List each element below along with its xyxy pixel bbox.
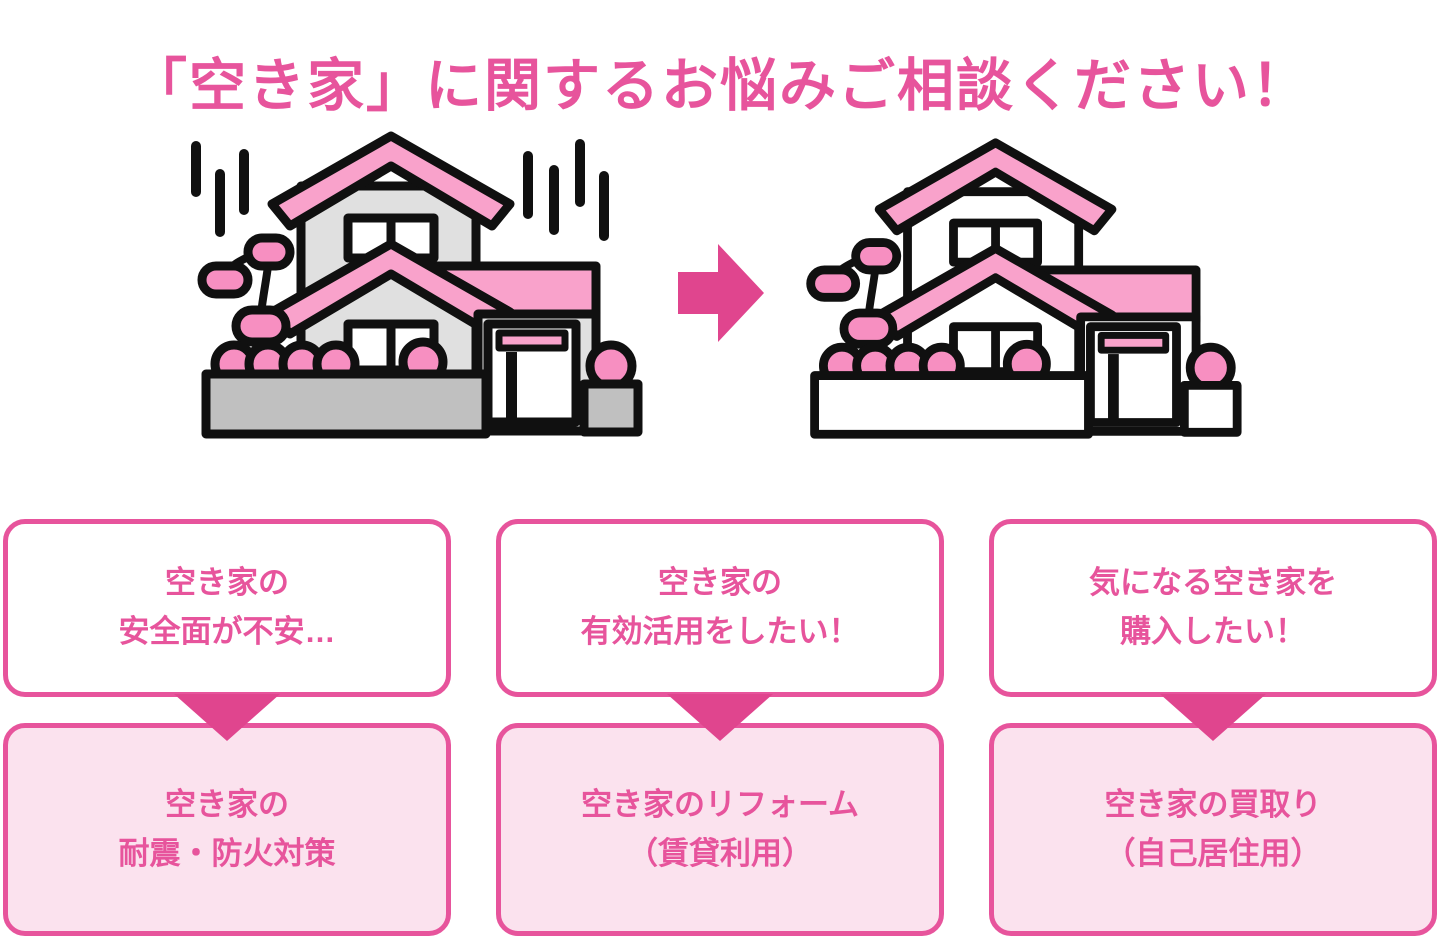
column-utilization: 空き家の 有効活用をしたい！ 空き家のリフォーム （賃貸利用） [496, 519, 944, 936]
vacant-house-illustration [186, 126, 646, 446]
solution-line: （賃貸利用） [627, 835, 813, 871]
consultation-columns: 空き家の 安全面が不安… 空き家の 耐震・防火対策 空き家の 有効活用をしたい！… [3, 519, 1437, 936]
solution-line: 空き家の [165, 786, 289, 822]
solution-box-utilization: 空き家のリフォーム （賃貸利用） [496, 723, 944, 936]
solution-line: 空き家の買取り [1104, 786, 1322, 822]
solution-line: 耐震・防火対策 [118, 835, 336, 871]
problem-box-utilization: 空き家の 有効活用をしたい！ [496, 519, 944, 697]
problem-line: 有効活用をしたい！ [580, 614, 860, 649]
problem-line: 空き家の [165, 565, 289, 601]
problem-line: 安全面が不安… [118, 614, 336, 649]
solution-line: 空き家のリフォーム [580, 786, 860, 822]
solution-box-safety: 空き家の 耐震・防火対策 [3, 723, 451, 936]
problem-line: 気になる空き家を [1089, 565, 1337, 601]
column-safety: 空き家の 安全面が不安… 空き家の 耐震・防火対策 [3, 519, 451, 936]
solution-line: （自己居住用） [1104, 835, 1322, 871]
page-title: 「空き家」に関するお悩みご相談ください！ [130, 54, 1310, 119]
problem-line: 空き家の [658, 565, 782, 601]
problem-line: 購入したい！ [1120, 614, 1306, 649]
problem-box-safety: 空き家の 安全面が不安… [3, 519, 451, 697]
arrow-right-icon [678, 244, 764, 342]
renewed-house-illustration [795, 133, 1245, 446]
solution-box-purchase: 空き家の買取り （自己居住用） [989, 723, 1437, 936]
column-purchase: 気になる空き家を 購入したい！ 空き家の買取り （自己居住用） [989, 519, 1437, 936]
problem-box-purchase: 気になる空き家を 購入したい！ [989, 519, 1437, 697]
